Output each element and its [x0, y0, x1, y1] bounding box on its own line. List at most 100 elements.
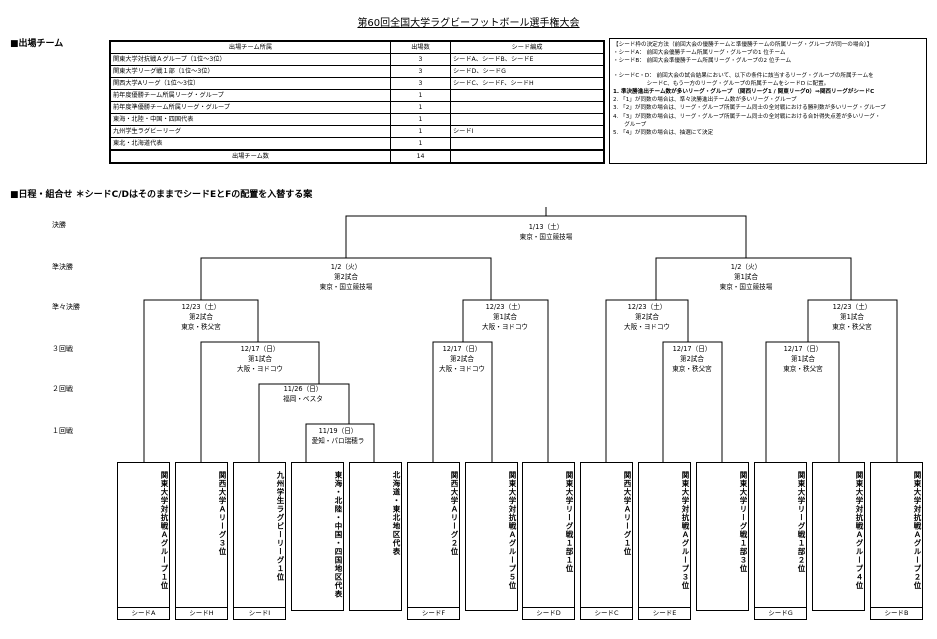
match-quarterfinal-3: 12/23（土） 第2試合 大阪・ヨドコウ	[592, 302, 702, 332]
match-round1: 11/19（日） 愛知・パロ瑞穂ラ	[283, 426, 393, 446]
teams-table-header: 出場チーム所属 出場数 シード編成	[109, 40, 605, 54]
team-name: 関東大学リーグ戦１部１位	[565, 471, 574, 573]
note-line: シードC、もう一方のリーグ・グループの所属チームをシードD に配置。	[613, 80, 830, 87]
match-quarterfinal-4: 12/23（土） 第1試合 東京・秩父宮	[797, 302, 907, 332]
seed-label: シードC	[581, 607, 632, 619]
team-name: 関東大学対抗戦Ａグループ１位	[160, 471, 169, 590]
team-name: 関東大学リーグ戦１部２位	[797, 471, 806, 573]
seed-label: シードF	[408, 607, 459, 619]
match-venue: 大阪・ヨドコウ	[237, 365, 283, 373]
round-label-final: 決勝	[52, 221, 66, 229]
team-name: 東海・北陸・中国・四国地区代表	[334, 471, 343, 599]
match-game: 第1試合	[840, 313, 864, 321]
team-name: 関西大学Ａリーグ２位	[450, 471, 459, 556]
match-game: 第1試合	[493, 313, 517, 321]
round-label-round2: ２回戦	[52, 385, 73, 393]
match-date: 12/17（日）	[442, 345, 482, 353]
match-game: 第2試合	[189, 313, 213, 321]
team-box: 関東大学対抗戦Ａグループ５位	[465, 462, 518, 611]
match-venue: 大阪・ヨドコウ	[439, 365, 485, 373]
match-date: 12/23（土）	[627, 303, 667, 311]
team-name: 北海道・東北地区代表	[392, 471, 401, 556]
match-venue: 大阪・ヨドコウ	[624, 323, 670, 331]
page-title: 第60回全国大学ラグビーフットボール選手権大会	[357, 18, 580, 29]
note-line: ・シードB： 前回大会準優勝チーム所属リーグ・グループの2 位チーム	[613, 58, 792, 65]
table-row: 前年度準優勝チーム所属リーグ・グループ 1	[109, 101, 605, 114]
match-quarterfinal-1: 12/23（土） 第2試合 東京・秩父宮	[146, 302, 256, 332]
match-final: 1/13（土） 東京・国立競技場	[491, 222, 601, 242]
match-venue: 東京・国立競技場	[719, 283, 773, 291]
table-row: 関西大学Aリーグ（1位～3位） 3 シードC、シードF、シードH	[109, 77, 605, 90]
match-quarterfinal-2: 12/23（土） 第1試合 大阪・ヨドコウ	[450, 302, 560, 332]
match-date: 1/13（土）	[528, 223, 564, 231]
team-box: 関東大学対抗戦Ａグループ３位 シードE	[638, 462, 691, 620]
total-seeds-blank	[450, 149, 605, 164]
match-semifinal-2: 1/2（火） 第1試合 東京・国立競技場	[691, 262, 801, 292]
note-line: 3. 「2」が同数の場合は、リーグ・グループ所属チーム同士の全対戦における勝利数…	[613, 105, 886, 112]
note-line: 【シード枠の決定方法（前回大会の優勝チームと準優勝チームの所属リーグ・グループが…	[613, 42, 873, 48]
total-row: 出場チーム数 14	[109, 149, 605, 164]
match-venue: 東京・秩父宮	[672, 365, 712, 373]
team-box: 関東大学リーグ戦１部３位	[696, 462, 749, 611]
seed-label: シードD	[523, 607, 574, 619]
match-round3-3: 12/17（日） 第2試合 東京・秩父宮	[637, 344, 747, 374]
match-date: 11/26（日）	[283, 385, 323, 393]
round-label-semifinal: 準決勝	[52, 263, 73, 271]
teams-section-heading: ■出場チーム	[10, 39, 64, 49]
seed-label: シードG	[755, 607, 806, 619]
match-date: 12/23（土）	[832, 303, 872, 311]
match-round2: 11/26（日） 福岡・ベスタ	[248, 384, 358, 404]
match-venue: 東京・国立競技場	[319, 283, 373, 291]
team-name: 関東大学対抗戦Ａグループ４位	[855, 471, 864, 590]
team-name: 関東大学対抗戦Ａグループ５位	[508, 471, 517, 590]
match-semifinal-1: 1/2（火） 第2試合 東京・国立競技場	[291, 262, 401, 292]
table-row: 九州学生ラグビーリーグ 1 シードI	[109, 125, 605, 138]
round-label-quarterfinal: 準々決勝	[52, 303, 80, 311]
note-line: 5. 「4」が同数の場合は、抽選にて決定	[613, 130, 714, 137]
match-venue: 福岡・ベスタ	[283, 395, 323, 403]
team-box: 関西大学Ａリーグ１位 シードC	[580, 462, 633, 620]
match-venue: 東京・秩父宮	[181, 323, 221, 331]
team-name: 関西大学Ａリーグ３位	[218, 471, 227, 556]
note-line: ・シードC・D： 前回大会の試合結果において、以下の条件に該当するリーグ・グルー…	[613, 72, 874, 79]
note-line: グループ	[613, 121, 647, 128]
team-name: 関西大学Ａリーグ１位	[623, 471, 632, 556]
team-name: 関東大学リーグ戦１部３位	[739, 471, 748, 573]
match-venue: 東京・国立競技場	[519, 233, 573, 241]
seed-rules-notes: 【シード枠の決定方法（前回大会の優勝チームと準優勝チームの所属リーグ・グループが…	[609, 38, 927, 164]
team-count: 1	[390, 125, 451, 138]
match-game: 第1試合	[791, 355, 815, 363]
team-box: 関西大学Ａリーグ３位 シードH	[175, 462, 228, 620]
match-round3-4: 12/17（日） 第1試合 東京・秩父宮	[748, 344, 858, 374]
match-venue: 東京・秩父宮	[832, 323, 872, 331]
seed-label: シードB	[871, 607, 922, 619]
match-date: 12/17（日）	[672, 345, 712, 353]
team-box: 関東大学リーグ戦１部１位 シードD	[522, 462, 575, 620]
note-line: 4. 「3」が同数の場合は、リーグ・グループ所属チーム同士の全対戦における合計得…	[613, 113, 881, 120]
team-name: 九州学生ラグビーリーグ１位	[276, 471, 285, 582]
team-affiliation: 九州学生ラグビーリーグ	[109, 125, 391, 138]
match-game: 第2試合	[450, 355, 474, 363]
match-venue: 大阪・ヨドコウ	[482, 323, 528, 331]
seed-label: シードA	[118, 607, 169, 619]
team-box: 関東大学リーグ戦１部２位 シードG	[754, 462, 807, 620]
team-name: 関東大学対抗戦Ａグループ３位	[681, 471, 690, 590]
match-date: 1/2（火）	[730, 263, 762, 271]
match-date: 1/2（火）	[330, 263, 362, 271]
note-line: 1. 準決勝進出チーム数が多いリーグ・グループ （関西リーグ1 / 関東リーグ0…	[613, 89, 875, 96]
team-box: 東海・北陸・中国・四国地区代表	[291, 462, 344, 611]
note-line: ・シードA： 前回大会優勝チーム所属リーグ・グループの1 位チーム	[613, 50, 786, 57]
match-game: 第1試合	[248, 355, 272, 363]
round-label-round1: １回戦	[52, 427, 73, 435]
note-line: 2. 「1」が同数の場合は、準々決勝進出チーム数が多いリーグ・グループ	[613, 97, 797, 104]
schedule-heading: ■日程・組合せ ＊シードC/DはそのままでシードEとFの配置を入替する案	[10, 190, 313, 200]
seed-label: シードH	[176, 607, 227, 619]
match-date: 11/19（日）	[318, 427, 358, 435]
match-date: 12/17（日）	[783, 345, 823, 353]
match-venue: 東京・秩父宮	[783, 365, 823, 373]
teams-table: 出場チーム所属 出場数 シード編成 関東大学対抗戦Ａグループ（1位～3位） 3 …	[109, 40, 605, 164]
team-box: 関西大学Ａリーグ２位 シードF	[407, 462, 460, 620]
team-box: 関東大学対抗戦Ａグループ２位 シードB	[870, 462, 923, 620]
match-game: 第2試合	[680, 355, 704, 363]
match-date: 12/23（土）	[485, 303, 525, 311]
